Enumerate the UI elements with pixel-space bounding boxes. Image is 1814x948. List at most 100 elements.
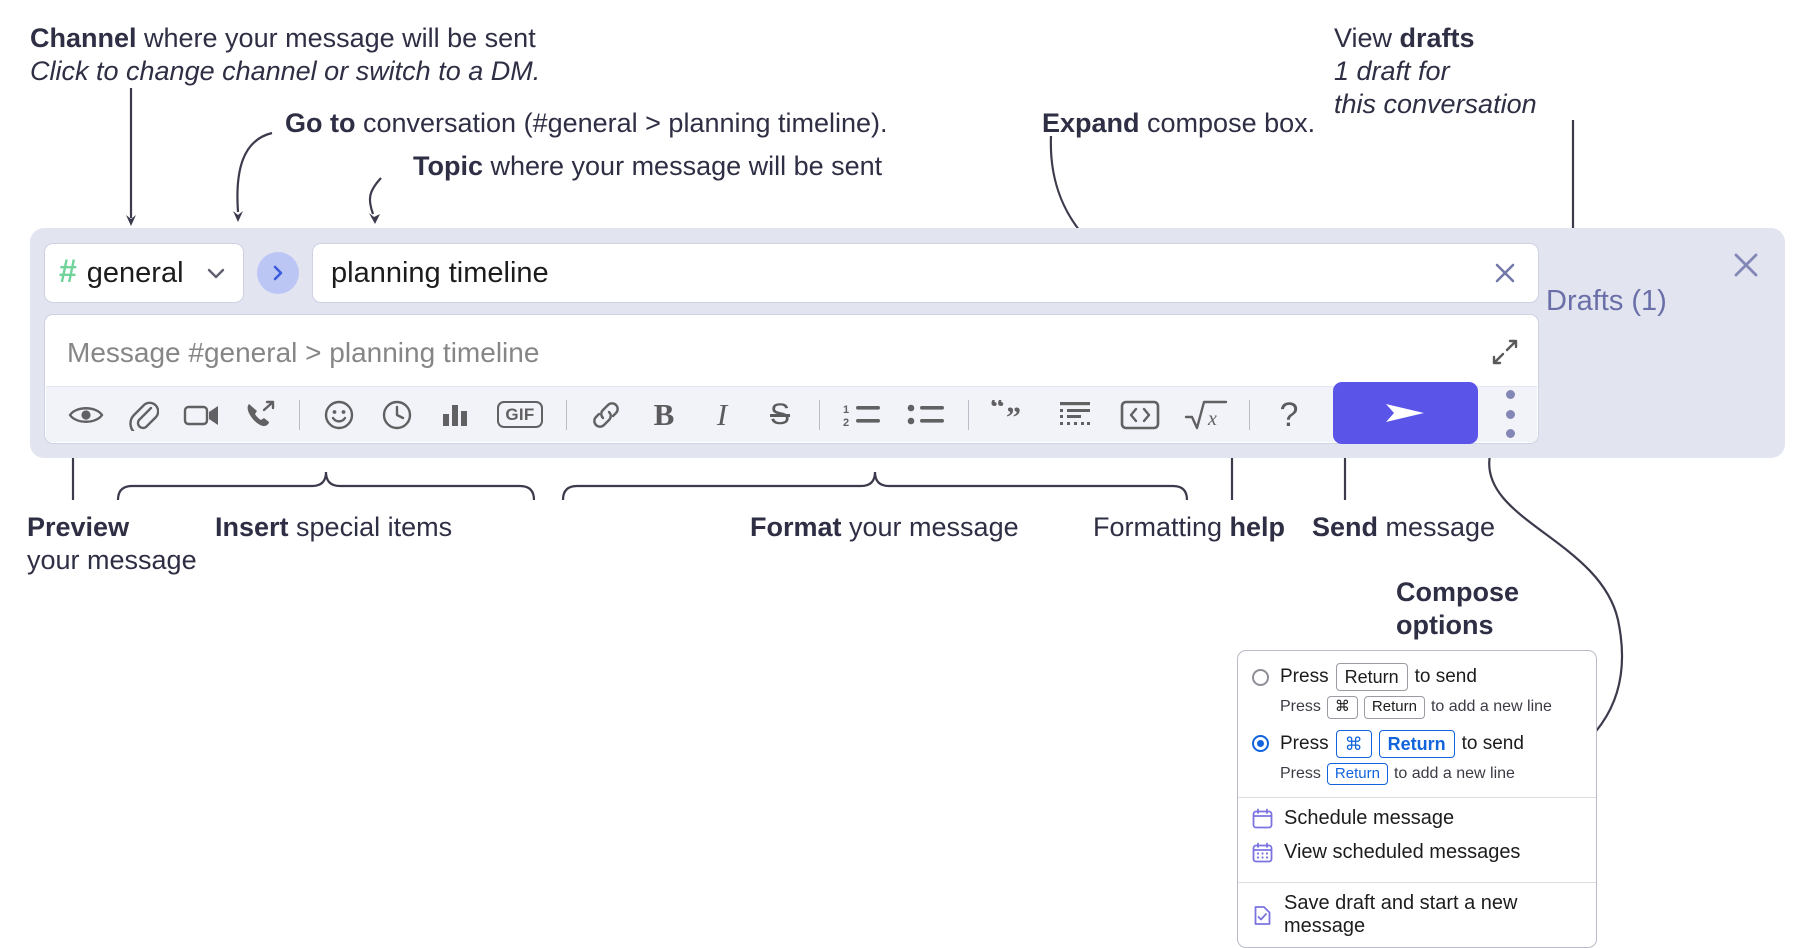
annotation-drafts: View drafts 1 draft for this conversatio… [1334, 22, 1537, 121]
annotation-drafts-pre: View [1334, 23, 1400, 53]
svg-text:2: 2 [843, 417, 849, 429]
annotation-drafts-italic2: this conversation [1334, 88, 1537, 119]
kebab-dot-1 [1505, 390, 1515, 399]
close-compose-button[interactable] [1729, 248, 1763, 282]
svg-text:“: “ [990, 400, 1005, 424]
video-icon[interactable] [180, 393, 224, 437]
menu-item-save-draft[interactable]: Save draft and start a new message [1238, 883, 1596, 947]
annotation-send-bold: Send [1312, 512, 1379, 542]
menu-option-cmd-return-to-send[interactable]: Press ⌘ Return to send [1238, 728, 1596, 760]
strikethrough-icon[interactable]: S [758, 393, 802, 437]
compose-header-row: # general planning timeline [44, 242, 1539, 304]
annotation-drafts-italic1: 1 draft for [1334, 55, 1450, 86]
help-label: ? [1279, 395, 1299, 434]
emoji-icon[interactable] [317, 393, 361, 437]
gif-icon[interactable]: GIF [491, 393, 549, 437]
bulleted-list-icon[interactable] [901, 393, 951, 437]
annotation-channel: Channel where your message will be sent … [30, 22, 540, 88]
annotation-goto-bold: Go to [285, 108, 356, 138]
menu-divider-1 [1238, 797, 1596, 799]
menu-item-view-scheduled-messages[interactable]: View scheduled messages [1238, 839, 1596, 873]
radio-return-to-send[interactable] [1252, 668, 1269, 686]
compose-options-menu: Press Return to send Press ⌘ Return to a… [1237, 650, 1597, 948]
annotation-channel-bold: Channel [30, 23, 137, 53]
annotation-drafts-bold: drafts [1399, 23, 1475, 53]
annotation-preview-bold: Preview [27, 512, 130, 542]
goto-conversation-button[interactable] [257, 252, 299, 294]
preview-icon[interactable] [64, 393, 108, 437]
hash-icon: # [59, 253, 77, 289]
annotation-format-rest: your message [841, 512, 1019, 542]
bold-icon[interactable]: B [642, 393, 686, 437]
italic-label: I [716, 396, 728, 432]
menu-option-return-to-send[interactable]: Press Return to send [1238, 661, 1596, 693]
send-button[interactable] [1333, 382, 1478, 444]
annotation-expand-rest: compose box. [1139, 108, 1316, 138]
annotation-insert: Insert special items [215, 511, 452, 544]
option2-sub-key-return: Return [1326, 762, 1388, 786]
annotation-topic-rest: where your message will be sent [483, 151, 883, 181]
drafts-link[interactable]: Drafts (1) [1546, 285, 1667, 317]
annotation-help: Formatting help [1093, 511, 1285, 544]
poll-icon[interactable] [433, 393, 477, 437]
compose-options-button[interactable] [1503, 390, 1517, 438]
toolbar-divider-3 [819, 399, 820, 430]
svg-text:1: 1 [843, 404, 849, 416]
blockquote-icon[interactable]: “ ” [986, 393, 1036, 437]
save-draft-icon [1252, 905, 1273, 926]
option1-sub-press: Press [1280, 698, 1321, 716]
calendar-grid-icon [1252, 842, 1273, 863]
option2-sub-suffix: to add a new line [1393, 764, 1515, 782]
option1-sub-key-return: Return [1363, 696, 1425, 719]
chevron-down-icon [203, 260, 229, 286]
strike-label: S [769, 397, 790, 431]
annotation-topic: Topic where your message will be sent [413, 150, 882, 183]
message-input[interactable]: Message #general > planning timeline [44, 314, 1539, 444]
code-icon[interactable] [1114, 393, 1166, 437]
kebab-dot-3 [1505, 429, 1515, 438]
help-icon[interactable]: ? [1267, 393, 1311, 437]
message-placeholder: Message #general > planning timeline [67, 337, 540, 368]
option2-suffix: to send [1461, 732, 1524, 754]
clock-icon[interactable] [375, 393, 419, 437]
menu-option-cmd-return-sub: Press Return to add a new line [1238, 760, 1596, 788]
latex-icon[interactable]: x [1180, 393, 1232, 437]
huddle-icon[interactable] [238, 393, 282, 437]
italic-icon[interactable]: I [700, 393, 744, 437]
channel-selector[interactable]: # general [44, 243, 244, 303]
toolbar-divider-5 [1249, 399, 1250, 430]
option1-suffix: to send [1414, 666, 1477, 688]
code-block-icon[interactable] [1050, 393, 1100, 437]
option2-key-return: Return [1378, 729, 1455, 758]
annotation-help-pre: Formatting [1093, 512, 1230, 542]
menu-item-schedule-message[interactable]: Schedule message [1238, 798, 1596, 839]
topic-input[interactable]: planning timeline [312, 243, 1539, 303]
annotation-channel-italic: Click to change channel or switch to a D… [30, 55, 541, 86]
menu-item-label: Save draft and start a new message [1284, 892, 1518, 938]
toolbar-divider-2 [566, 399, 567, 430]
annotation-format: Format your message [750, 511, 1019, 544]
annotation-expand: Expand compose box. [1042, 107, 1315, 140]
clear-topic-icon[interactable] [1490, 258, 1520, 288]
expand-icon[interactable] [1490, 337, 1520, 367]
annotation-topic-bold: Topic [413, 151, 483, 181]
radio-cmd-return-to-send[interactable] [1252, 735, 1269, 753]
menu-option-return-sub: Press ⌘ Return to add a new line [1238, 693, 1596, 721]
menu-item-label: View scheduled messages [1284, 841, 1521, 864]
option2-key-cmd: ⌘ [1335, 729, 1372, 758]
menu-item-label: Schedule message [1284, 807, 1455, 830]
formatting-toolbar: GIF B I S [46, 386, 1537, 442]
link-icon[interactable] [584, 393, 628, 437]
attachment-icon[interactable] [122, 393, 166, 437]
annotation-send-rest: message [1378, 512, 1496, 542]
calendar-icon [1252, 808, 1273, 829]
annotation-insert-bold: Insert [215, 512, 289, 542]
annotation-send: Send message [1312, 511, 1495, 544]
chevron-right-icon [267, 262, 289, 284]
menu-divider-2 [1238, 882, 1596, 884]
annotation-preview: Preview your message [27, 511, 197, 577]
gif-label: GIF [497, 400, 543, 429]
svg-text:x: x [1207, 408, 1217, 430]
annotation-compose-options-bold1: Compose [1396, 577, 1520, 607]
